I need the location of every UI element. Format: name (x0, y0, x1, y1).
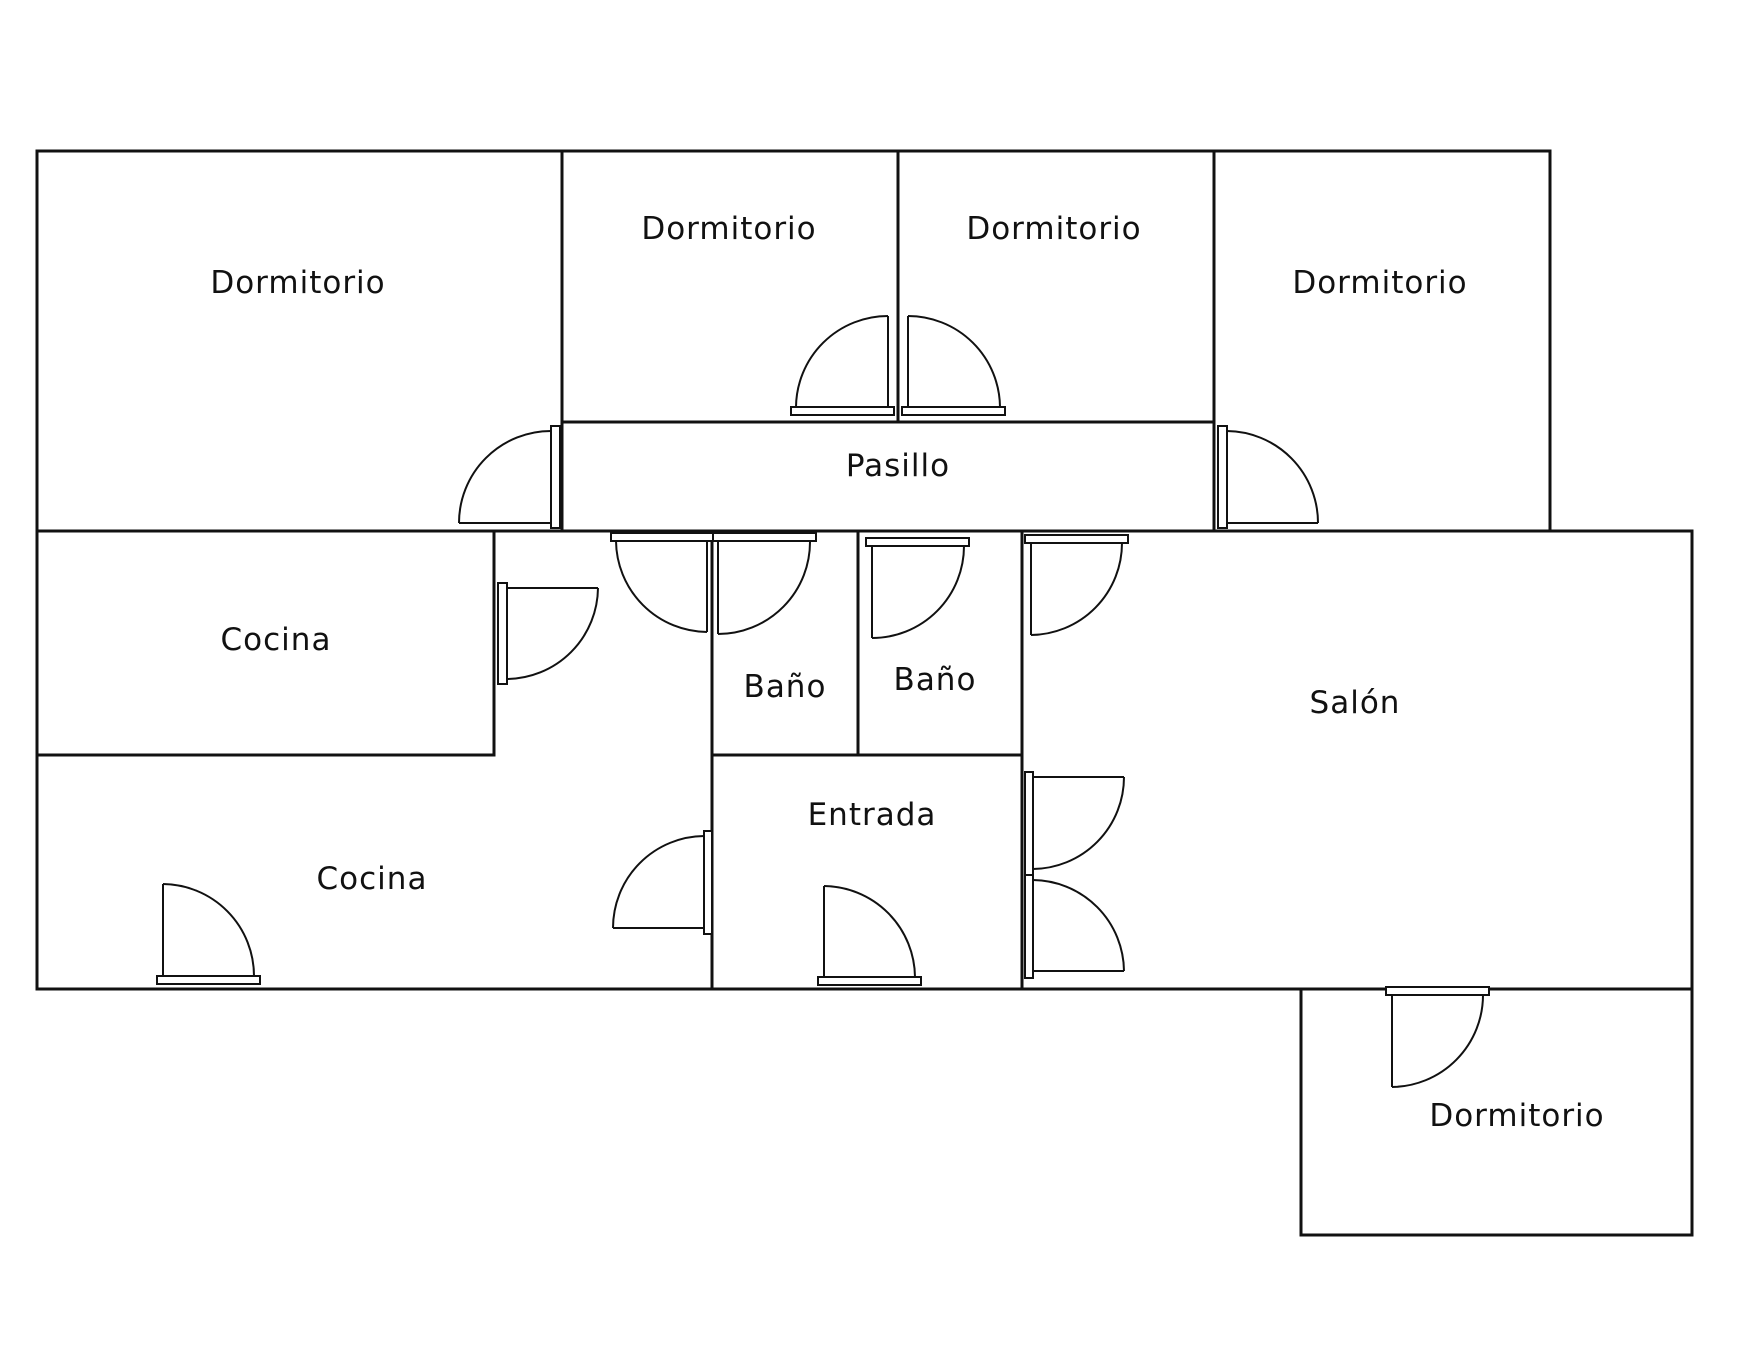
room-labels: Dormitorio Dormitorio Dormitorio Dormito… (210, 211, 1604, 1134)
door-hall-1 (610, 532, 715, 633)
door-bano-2 (865, 537, 970, 639)
walls (35, 149, 1694, 1237)
door-entrada-left (612, 830, 713, 935)
room-outline-bano-1 (710, 529, 860, 757)
door-bano-1 (712, 532, 817, 635)
door-cocina-2-bottom (156, 883, 261, 985)
door-dormitorio-2 (790, 315, 895, 416)
room-label-dormitorio-3: Dormitorio (966, 211, 1141, 247)
doors (156, 315, 1490, 1088)
room-label-cocina-2: Cocina (317, 861, 428, 897)
room-label-bano-1: Baño (744, 669, 827, 705)
door-dormitorio-1 (458, 425, 561, 529)
door-salon-left-2 (1024, 874, 1125, 979)
room-label-dormitorio-1: Dormitorio (210, 265, 385, 301)
room-outline-salon (1020, 529, 1694, 991)
room-outline-dormitorio-3 (896, 149, 1216, 424)
door-salon-left-1 (1024, 771, 1125, 876)
room-outline-dormitorio-2 (560, 149, 900, 424)
room-outline-dormitorio-5 (1299, 987, 1694, 1237)
room-label-entrada: Entrada (808, 797, 937, 833)
door-entrada-main (817, 885, 922, 986)
room-label-dormitorio-2: Dormitorio (641, 211, 816, 247)
door-salon-top (1024, 534, 1129, 636)
room-outline-entrada (710, 753, 1024, 991)
room-outline-dormitorio-4 (1212, 149, 1552, 533)
room-label-bano-2: Baño (894, 662, 977, 698)
room-outline-cocina-2 (35, 529, 714, 991)
room-outline-bano-2 (856, 529, 1024, 757)
door-dormitorio-5 (1385, 986, 1490, 1088)
room-label-dormitorio-4: Dormitorio (1292, 265, 1467, 301)
door-dormitorio-3 (901, 315, 1006, 416)
room-label-dormitorio-5: Dormitorio (1429, 1098, 1604, 1134)
room-label-cocina-1: Cocina (221, 622, 332, 658)
room-label-pasillo: Pasillo (846, 448, 950, 484)
room-outline-dormitorio-1 (35, 149, 564, 533)
door-dormitorio-4 (1217, 425, 1319, 529)
door-cocina-1 (497, 582, 599, 685)
room-label-salon: Salón (1310, 685, 1401, 721)
